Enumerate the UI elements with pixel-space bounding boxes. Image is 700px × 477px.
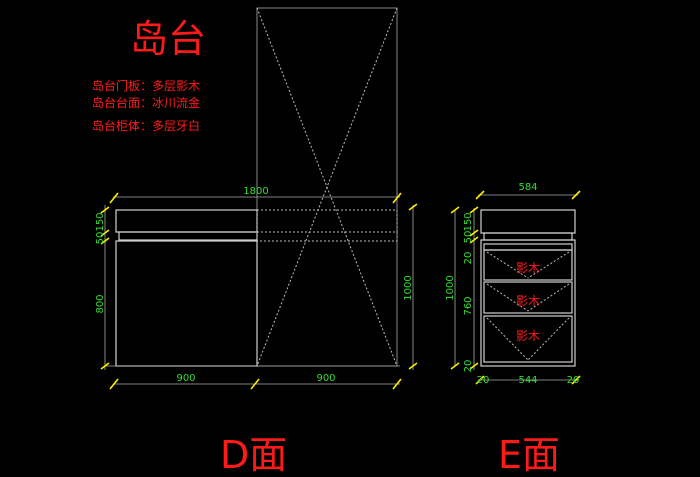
note-door: 岛台门板：多层影木 [92,78,200,93]
dim-20-right: 20 [567,375,580,386]
dim-e-1000: 1000 [445,275,456,300]
drawer-label-3: 影木 [516,329,540,343]
dim-760: 760 [463,296,474,315]
dim-584: 584 [518,182,537,193]
dim-1800: 1800 [243,186,268,197]
dim-e-20-bottom: 20 [463,360,474,373]
note-top: 岛台台面：冰川流金 [92,95,200,110]
drawer-2 [483,281,573,314]
dim-900-right: 900 [316,373,335,384]
dim-e-50: 50 [463,231,474,244]
cabinet-door-panel [115,240,258,367]
drawer-label-1: 影木 [516,261,540,275]
dim-800: 800 [95,294,106,313]
d-face-elevation: 1800 900 900 150 50 800 1000 [95,7,418,390]
cabinet-side [480,239,576,367]
countertop-slab [115,209,258,233]
dim-50: 50 [95,232,106,245]
e-face-label: E面 [498,433,560,477]
dim-e-20-top: 20 [463,252,474,265]
dim-e-150: 150 [463,212,474,231]
dim-544: 544 [518,375,537,386]
countertop-slab-hidden [256,209,398,233]
e-face-elevation: 影木 影木 影木 584 20 544 20 150 50 20 760 20 … [445,182,581,386]
drawer-3 [483,315,573,363]
dim-150: 150 [95,212,106,231]
note-body: 岛台柜体：多层牙白 [92,118,200,133]
dim-900-left: 900 [176,373,195,384]
drawing-title: 岛台 [130,17,206,61]
dim-1000: 1000 [403,275,414,300]
countertop-side [480,209,576,234]
d-face-label: D面 [220,433,287,477]
dim-20-left: 20 [477,375,490,386]
drawer-1 [483,249,573,281]
drawer-label-2: 影木 [516,294,540,308]
